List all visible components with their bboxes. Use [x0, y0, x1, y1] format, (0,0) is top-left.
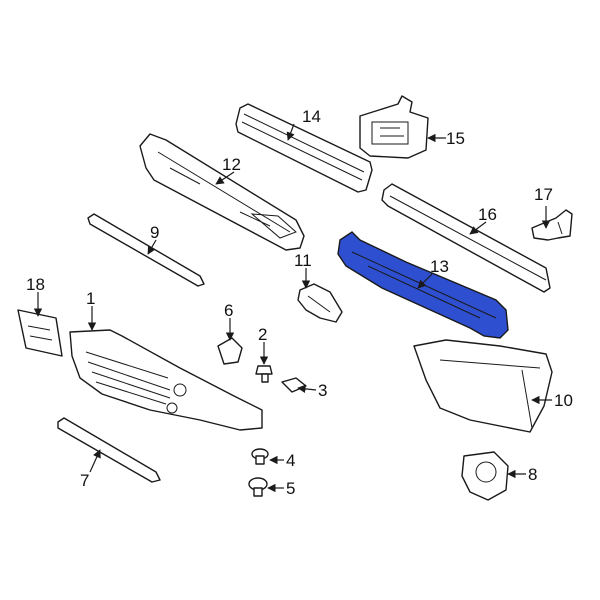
callout-labels: 14 15 12 16 17 9 13 11 18 1 6 2 3 10 4 5… [26, 107, 573, 498]
part-2-clip [255, 365, 273, 383]
part-14-reinforcement-strip [235, 103, 373, 193]
part-7-grille-strip [57, 417, 161, 483]
part-3-nut [281, 377, 307, 393]
callout-11: 11 [294, 251, 312, 270]
part-11-bracket [297, 283, 343, 323]
part-6-cap [217, 337, 243, 365]
callout-2: 2 [258, 325, 267, 344]
callout-3: 3 [318, 381, 327, 400]
callout-15: 15 [446, 129, 465, 148]
part-4-bolt [251, 448, 269, 465]
callout-4: 4 [286, 451, 295, 470]
callout-5: 5 [286, 479, 295, 498]
callout-13: 13 [430, 257, 449, 276]
callout-17: 17 [534, 185, 553, 204]
part-18-license-bracket [17, 309, 63, 357]
part-16-reinforcement-beam [381, 183, 551, 293]
callout-9: 9 [150, 223, 159, 242]
callout-16: 16 [478, 205, 497, 224]
part-5-screw [248, 477, 268, 497]
leader-lines [33, 123, 552, 493]
part-15-bracket [359, 95, 429, 159]
part-12-absorber [139, 133, 305, 251]
callout-1: 1 [86, 289, 95, 308]
callout-6: 6 [224, 301, 233, 320]
callout-10: 10 [554, 391, 573, 410]
part-9-trim-strip [87, 213, 205, 287]
part-1-bumper-cover [69, 329, 263, 431]
callout-7: 7 [80, 471, 89, 490]
callout-12: 12 [222, 155, 241, 174]
callout-14: 14 [302, 107, 321, 126]
part-8-bezel [461, 451, 509, 501]
part-10-side-cover [413, 339, 553, 433]
callout-8: 8 [528, 465, 537, 484]
callout-18: 18 [26, 275, 45, 294]
part-17-small-bracket [531, 209, 573, 241]
